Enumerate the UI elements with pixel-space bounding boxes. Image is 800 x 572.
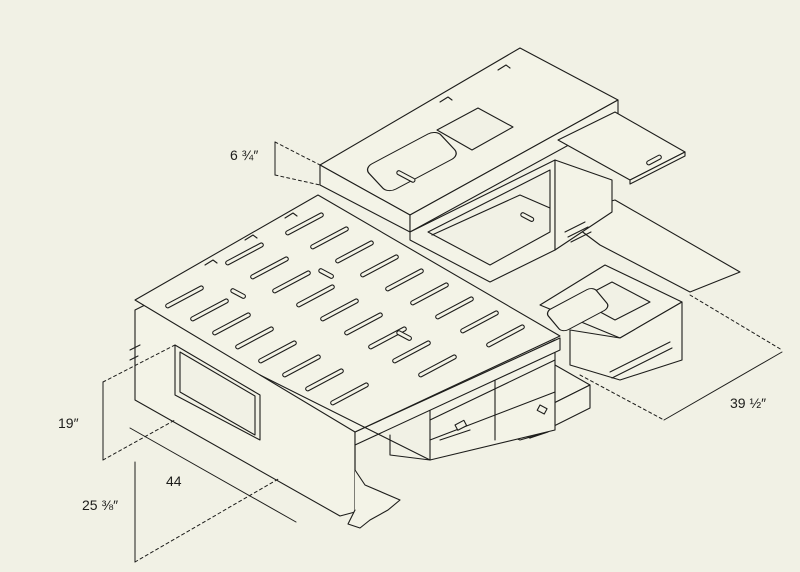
- cabinet-drawer: [431, 194, 551, 236]
- left-panel-opening-frame: [179, 351, 256, 436]
- main-table-top-tabs: [204, 212, 298, 266]
- left-panel-opening: [174, 344, 261, 441]
- back-stubs: [129, 344, 141, 361]
- under-table-knob: [454, 419, 468, 431]
- right-module-slide-rail: [609, 341, 673, 379]
- shelf-stack-knob: [536, 404, 548, 415]
- dimension-label-right-length: 39 ½″: [730, 395, 767, 411]
- lid-handle: [396, 170, 416, 183]
- shelf-stack-shelves: [429, 359, 556, 441]
- side-flap-edge: [629, 151, 686, 185]
- dimension-lines: [102, 141, 783, 563]
- back-deck-square-opening: [436, 107, 514, 151]
- main-table-vent-slots: [165, 212, 525, 406]
- main-table-front-face: [354, 337, 561, 446]
- dimension-label-depth: 25 ⅜″: [82, 497, 119, 513]
- dimension-label-width: 44: [166, 473, 182, 489]
- side-flap-handle: [646, 154, 662, 166]
- dimension-label-overall-height: 19″: [58, 415, 79, 431]
- right-module-lid: [546, 288, 609, 332]
- base-footprint: [347, 469, 401, 529]
- dimension-label-top-height: 6 ¾″: [230, 147, 259, 163]
- cabinet-vents: [564, 221, 592, 243]
- back-deck-tabs: [439, 64, 511, 103]
- cabinet-grip: [520, 212, 535, 222]
- cabinet-opening: [427, 169, 551, 266]
- right-module-front: [569, 301, 683, 381]
- back-deck-lid: [366, 132, 457, 192]
- cabinet-side: [554, 159, 613, 251]
- under-table-structure: [259, 374, 471, 471]
